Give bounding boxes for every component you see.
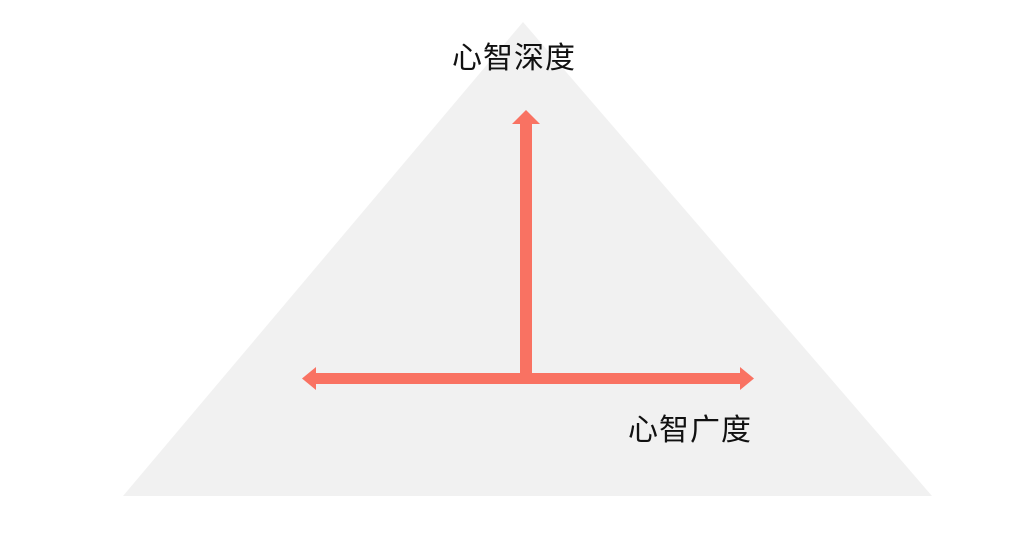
breadth-arrow-shaft (312, 373, 742, 384)
breadth-arrow-right-head (740, 367, 754, 390)
breadth-axis-label: 心智广度 (628, 413, 752, 448)
depth-axis-label: 心智深度 (452, 41, 576, 76)
depth-arrow-head (512, 110, 540, 124)
depth-arrow-shaft (520, 120, 532, 380)
breadth-arrow-left-head (302, 367, 316, 390)
